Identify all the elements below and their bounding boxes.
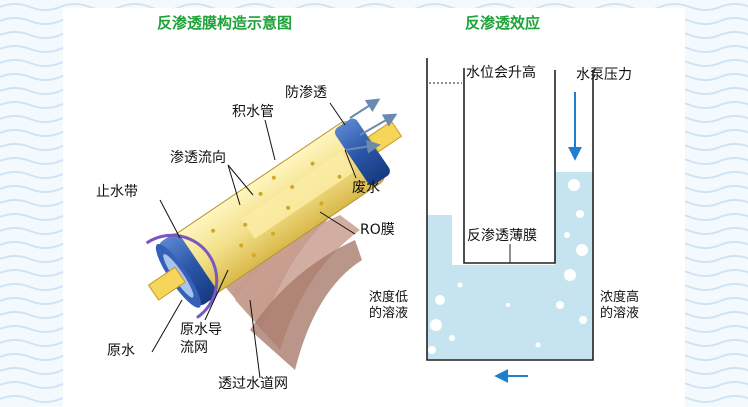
label-ro-membrane: RO膜	[360, 222, 395, 238]
label-membrane: 反渗透薄膜	[467, 228, 537, 244]
label-anti-permeate: 防渗透	[285, 85, 327, 101]
label-water-stop-band: 止水带	[96, 184, 138, 200]
label-product-tube: 积水管	[232, 104, 274, 120]
label-level-rise: 水位会升高	[466, 65, 536, 81]
label-raw-water-net-line1: 原水导	[180, 322, 222, 338]
label-low-conc-line2: 的溶液	[369, 306, 409, 321]
label-flow-direction: 渗透流向	[170, 150, 226, 166]
label-high-conc-line1: 浓度高	[600, 290, 640, 305]
label-raw-water: 原水	[107, 343, 135, 359]
osmosis-container	[426, 58, 594, 383]
label-waste-water: 废水	[352, 180, 380, 196]
left-leader-lines	[151, 102, 357, 379]
label-raw-water-net-line2: 流网	[180, 340, 208, 356]
right-diagram-title: 反渗透效应	[465, 14, 541, 32]
label-high-conc-line2: 的溶液	[600, 306, 640, 321]
left-diagram-title: 反渗透膜构造示意图	[157, 14, 293, 32]
label-permeate-channel: 透过水道网	[218, 376, 288, 392]
label-pump-pressure: 水泵压力	[576, 67, 632, 83]
label-low-conc-line1: 浓度低	[369, 290, 409, 305]
